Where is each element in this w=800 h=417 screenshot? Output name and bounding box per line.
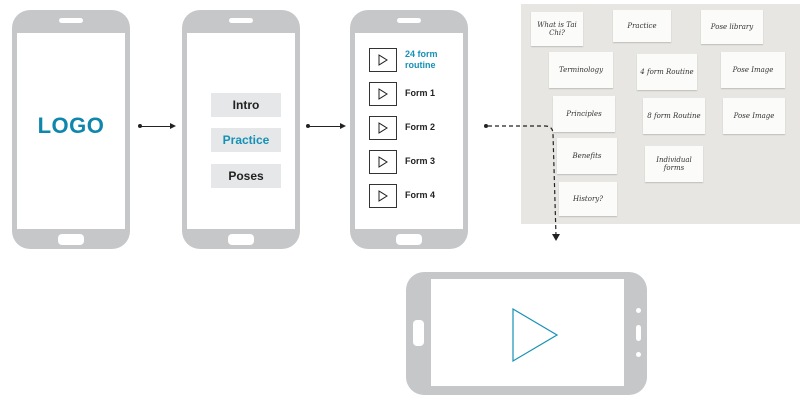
sort-card: 8 form Routine — [643, 98, 705, 134]
form-label: Form 2 — [405, 122, 436, 132]
sort-card: 4 form Routine — [637, 54, 697, 90]
form-row-2[interactable]: Form 2 — [369, 116, 435, 140]
flow-arrow-line — [140, 126, 170, 127]
menu-screen: Intro Practice Poses — [187, 33, 295, 229]
menu-item-intro[interactable]: Intro — [211, 93, 281, 117]
phone-speaker — [229, 18, 253, 23]
play-icon — [378, 88, 388, 100]
menu-item-practice[interactable]: Practice — [211, 128, 281, 152]
play-icon — [378, 190, 388, 202]
phone-splash: LOGO — [12, 10, 130, 249]
sort-card: Individual forms — [645, 146, 703, 182]
form-label: Form 1 — [405, 88, 436, 98]
play-button[interactable] — [369, 48, 397, 72]
play-icon — [378, 122, 388, 134]
flow-arrow-head — [170, 123, 176, 129]
play-icon — [378, 54, 388, 66]
play-button[interactable] — [369, 82, 397, 106]
play-button[interactable] — [369, 184, 397, 208]
home-button[interactable] — [396, 234, 422, 245]
form-label: 24 form routine — [405, 49, 438, 70]
home-button[interactable] — [58, 234, 84, 245]
sort-card: History? — [559, 182, 617, 216]
sort-card: Practice — [613, 10, 671, 42]
play-button[interactable] — [369, 150, 397, 174]
logo: LOGO — [37, 113, 105, 138]
form-row-3[interactable]: Form 3 — [369, 150, 435, 174]
sort-card: Pose Image — [721, 52, 785, 88]
flow-arrow-head — [340, 123, 346, 129]
sort-card: Pose Image — [723, 98, 785, 134]
form-label: Form 3 — [405, 156, 436, 166]
phone-speaker — [636, 325, 641, 341]
form-row-1[interactable]: Form 1 — [369, 82, 435, 106]
phone-forms: 24 form routine Form 1 Form 2 Form 3 For… — [350, 10, 468, 249]
sort-card: Principles — [553, 96, 615, 132]
phone-speaker — [397, 18, 421, 23]
play-button[interactable] — [369, 116, 397, 140]
play-icon — [378, 156, 388, 168]
home-button[interactable] — [228, 234, 254, 245]
home-button[interactable] — [413, 320, 424, 346]
menu-item-poses[interactable]: Poses — [211, 164, 281, 188]
sort-card: What is Tai Chi? — [531, 12, 583, 46]
flow-arrow-line — [308, 126, 340, 127]
camera-dot — [636, 308, 641, 313]
sort-card: Terminology — [549, 52, 613, 88]
play-icon[interactable] — [431, 279, 624, 386]
form-row-24[interactable]: 24 form routine — [369, 48, 445, 72]
phone-speaker — [59, 18, 83, 23]
forms-screen: 24 form routine Form 1 Form 2 Form 3 For… — [355, 33, 463, 229]
sensor-dot — [636, 352, 641, 357]
card-sort-photo: What is Tai Chi? Practice Pose library T… — [521, 4, 800, 224]
splash-screen: LOGO — [17, 33, 125, 229]
sort-card: Pose library — [701, 10, 763, 44]
video-screen[interactable] — [431, 279, 624, 386]
form-label: Form 4 — [405, 190, 436, 200]
phone-video-landscape — [406, 272, 647, 395]
phone-menu: Intro Practice Poses — [182, 10, 300, 249]
form-row-4[interactable]: Form 4 — [369, 184, 435, 208]
sort-card: Benefits — [557, 138, 617, 174]
